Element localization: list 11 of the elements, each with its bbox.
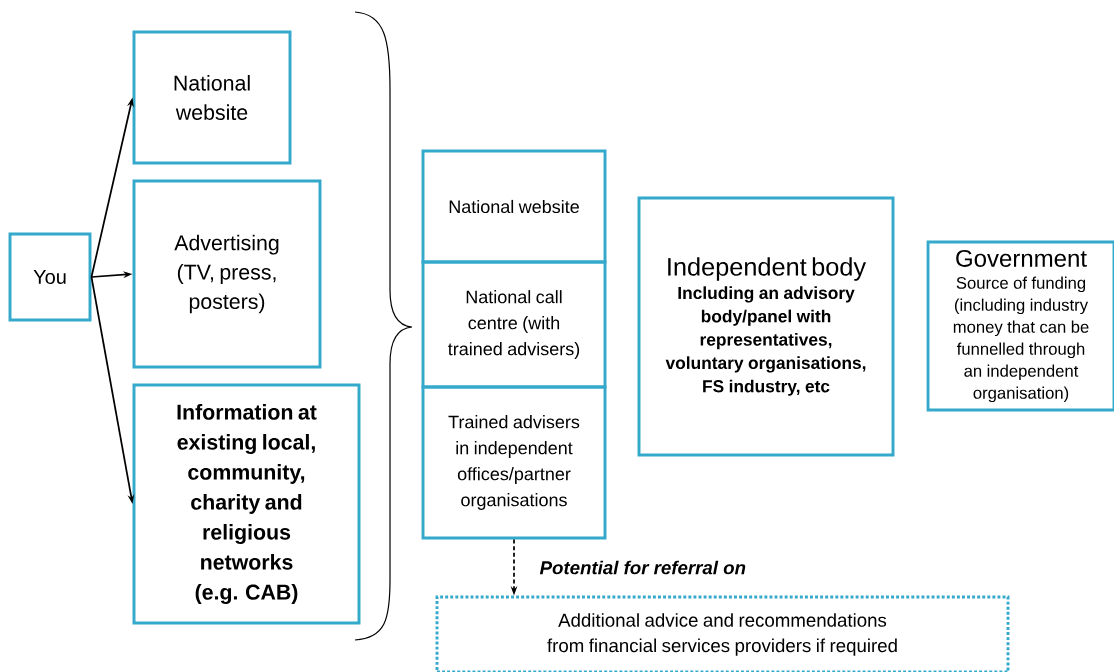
text-box: Independent body Including an advisory body/panel with representatives, voluntary organisations, FS industry, etc [637,196,895,457]
referral-box: Additional advice and recommendations from financial services providers if required [435,595,1010,672]
channel-cell: National call centre (with trained advisers) [421,260,607,389]
text-box: National website [132,30,292,165]
edge-label: Potential for referral on [538,559,748,576]
channel-cell: Trained advisers in independent offices/partner organisations [421,385,607,540]
start-box: You [8,232,92,322]
text-box: Government Source of funding (including industry money that can be funnelled through an independent organisation) [926,240,1114,412]
text-box: Information at existing local, community, charity and religious networks (e.g. CAB) [132,383,361,625]
channel-cell: National website [421,149,607,264]
text-box: Advertising (TV, press, posters) [132,179,322,369]
